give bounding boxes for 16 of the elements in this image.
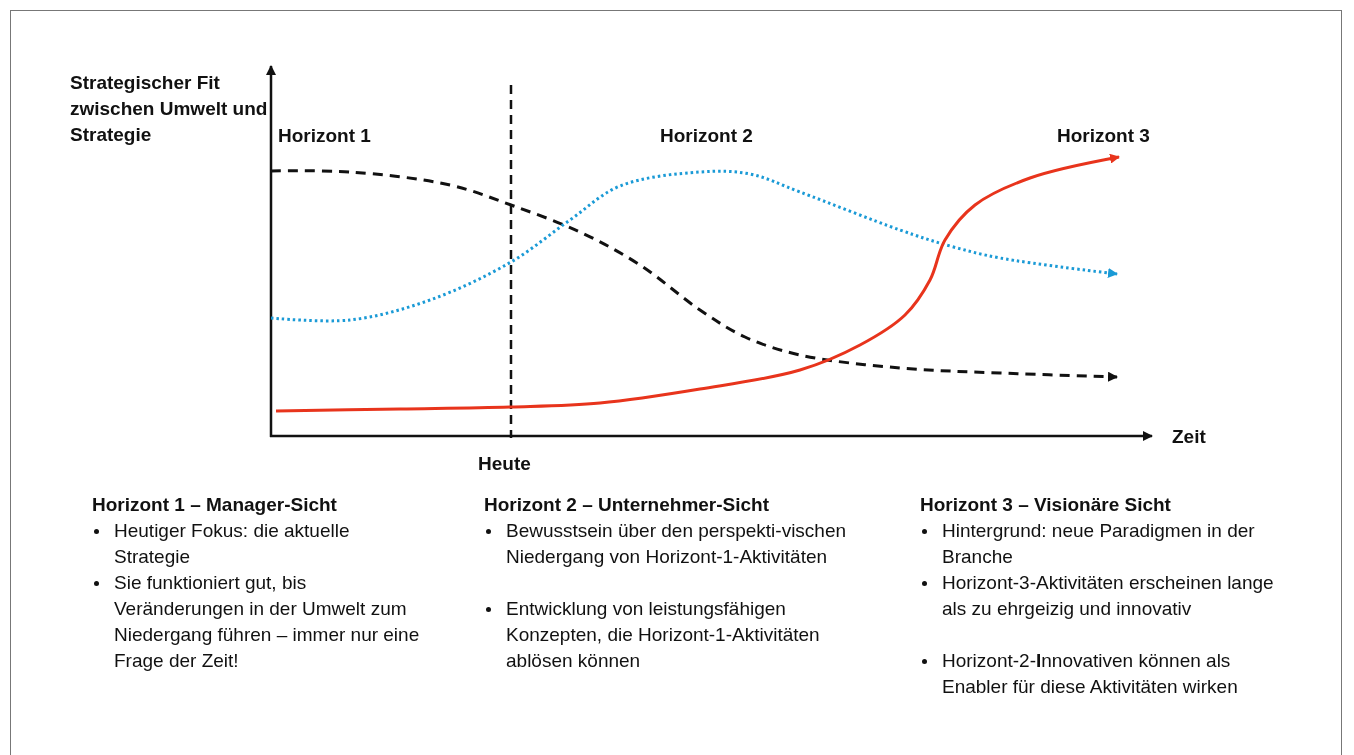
column-heading: Horizont 1 – Manager-Sicht [92,493,338,517]
bullet-text: Entwicklung von leistungsfähigen Konzepten, die Horizont-1-Aktivitäten ablösen können [484,596,884,674]
bullet-text: Bewusstsein über den perspekti-vischen Niedergang von Horizont-1-Aktivitäten [484,518,854,570]
column-heading: Horizont 2 – Unternehmer-Sicht [484,493,771,517]
horizon-label: Horizont 2 [660,124,754,148]
y-axis-label: Strategischer Fit zwischen Umwelt und Strategie [70,71,269,147]
x-axis-label: Zeit [1172,425,1207,449]
horizon-label: Horizont 1 [278,124,372,148]
bullet-text: Sie funktioniert gut, bis Veränderungen in der Umwelt zum Niedergang führen – immer nur eine Frage der Zeit! [92,570,422,674]
bullet-text: Hintergrund: neue Paradigmen in der Branche [920,518,1280,570]
bullet-text: Horizont-2-Innovativen können als Enabler für diese Aktivitäten wirken [920,648,1280,700]
bullet-text: Horizont-3-Aktivitäten erscheinen lange als zu ehrgeizig und innovativ [920,570,1280,622]
horizon-label: Horizont 3 [1057,124,1151,148]
bullet-text: Heutiger Fokus: die aktuelle Strategie [92,518,422,570]
today-label: Heute [478,452,532,476]
column-heading: Horizont 3 – Visionäre Sicht [920,493,1172,517]
